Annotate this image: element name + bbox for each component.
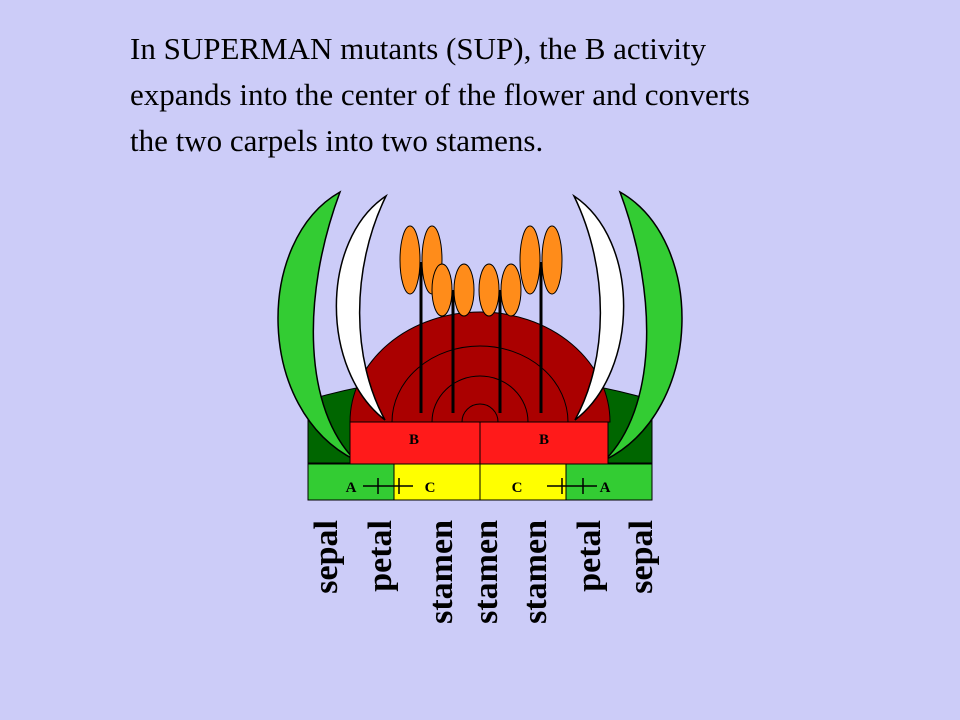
antagonism-symbol-right [547, 478, 597, 494]
gene-label-a-left: A [346, 480, 357, 496]
inner-whorl-dome [349, 311, 611, 423]
stamen-anthers [399, 225, 563, 317]
anther [399, 225, 421, 295]
organ-label-stamen-1: stamen [423, 520, 460, 624]
a-bar-right [565, 463, 653, 501]
organ-label-petal-right: petal [571, 520, 608, 592]
caption: In SUPERMAN mutants (SUP), the B activit… [130, 26, 930, 164]
caption-line-2: expands into the center of the flower an… [130, 77, 750, 112]
whorl-arc-inner [461, 403, 499, 423]
b-bar-right [479, 421, 609, 465]
c-bar-right [479, 463, 567, 501]
gene-label-c-left: C [425, 480, 436, 496]
anther [500, 263, 522, 317]
stamen-filaments [419, 262, 543, 413]
gene-label-c-right: C [512, 480, 523, 496]
caption-line-1: In SUPERMAN mutants (SUP), the B activit… [130, 31, 707, 66]
anther [519, 225, 541, 295]
anther [541, 225, 563, 295]
b-bar-left [349, 421, 481, 465]
anther [453, 263, 475, 317]
organ-label-stamen-2: stamen [468, 520, 505, 624]
gene-label-b-right: B [539, 432, 549, 448]
petal-right [572, 193, 625, 421]
gene-label-a-right: A [600, 480, 611, 496]
anther [431, 263, 453, 317]
antagonism-symbol-left [363, 478, 413, 494]
anther [478, 263, 500, 317]
whorl-arc-middle [431, 375, 529, 423]
organ-label-sepal-left: sepal [308, 520, 345, 594]
petal-left [335, 193, 388, 421]
organ-label-sepal-right: sepal [623, 520, 660, 594]
organ-label-stamen-3: stamen [517, 520, 554, 624]
c-bar-left [393, 463, 481, 501]
whorl-arc-outer [391, 345, 569, 423]
gene-label-b-left: B [409, 432, 419, 448]
organ-label-petal-left: petal [362, 520, 399, 592]
caption-line-3: the two carpels into two stamens. [130, 123, 544, 158]
